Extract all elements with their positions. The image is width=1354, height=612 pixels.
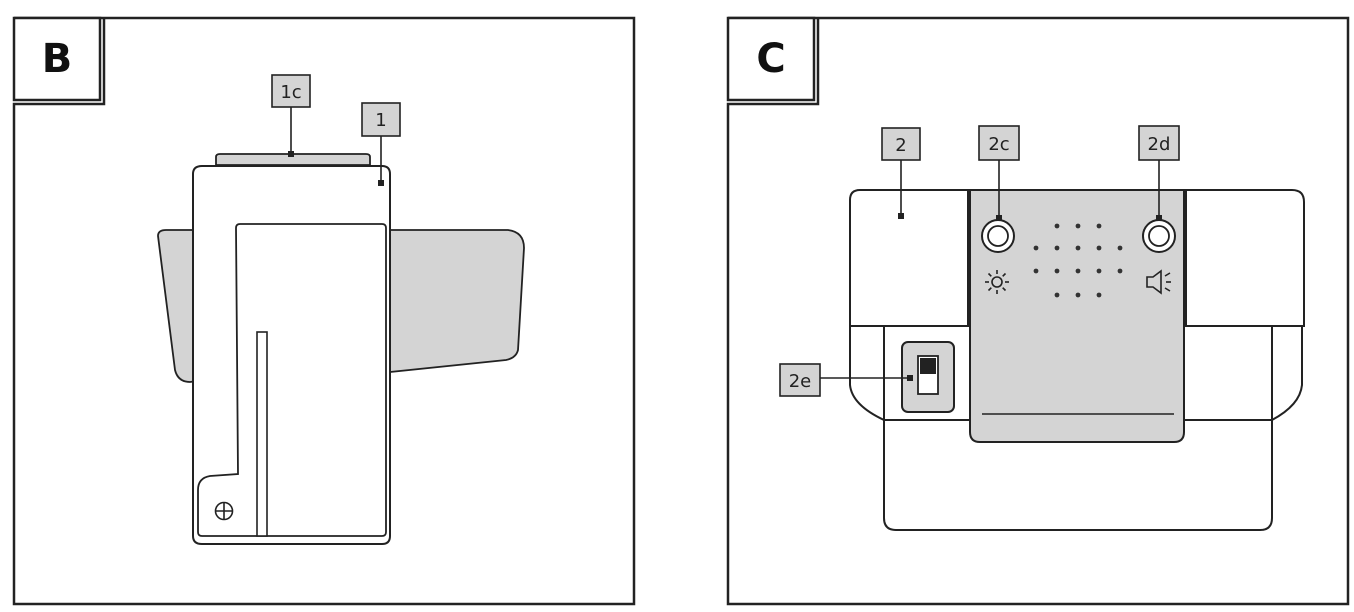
panel-c-letter-box [726,16,816,102]
panel-b-letter-box [12,16,102,102]
panel-c-letter: C [756,36,785,82]
panel-b: B 1c 1 [12,16,636,606]
panel-c: C [726,16,1350,606]
top-clip [215,153,371,166]
left-shoulder [849,325,885,422]
speaker-volume-icon [1146,269,1171,295]
left-top-block [849,189,969,327]
volume-knob [1142,219,1176,253]
callout-1c-label: 1c [280,82,301,103]
sun-brightness-icon [985,270,1009,294]
brightness-knob [981,219,1015,253]
screw-icon [214,501,234,521]
callout-2: 2 [881,127,921,219]
callout-1: 1 [361,102,401,186]
callout-2-label: 2 [895,135,906,156]
callout-2d-label: 2d [1148,134,1171,155]
callout-1c: 1c [271,74,311,157]
panel-b-frame [12,16,636,606]
callout-2e: 2e [779,363,913,397]
vertical-slot [256,331,268,537]
callout-1-label: 1 [375,110,386,131]
right-wing [389,229,525,373]
control-panel [969,189,1185,443]
panel-b-letter: B [42,36,73,82]
callout-2d: 2d [1138,125,1180,221]
callout-2c-label: 2c [988,134,1009,155]
device-base [883,419,1273,531]
slide-switch [901,341,955,413]
panel-c-frame [726,16,1350,606]
right-shoulder [1271,325,1303,422]
speaker-grille [1033,223,1123,298]
callout-2c: 2c [978,125,1020,221]
callout-2e-label: 2e [789,371,812,392]
right-top-block [1185,189,1305,327]
battery-door [197,223,387,537]
